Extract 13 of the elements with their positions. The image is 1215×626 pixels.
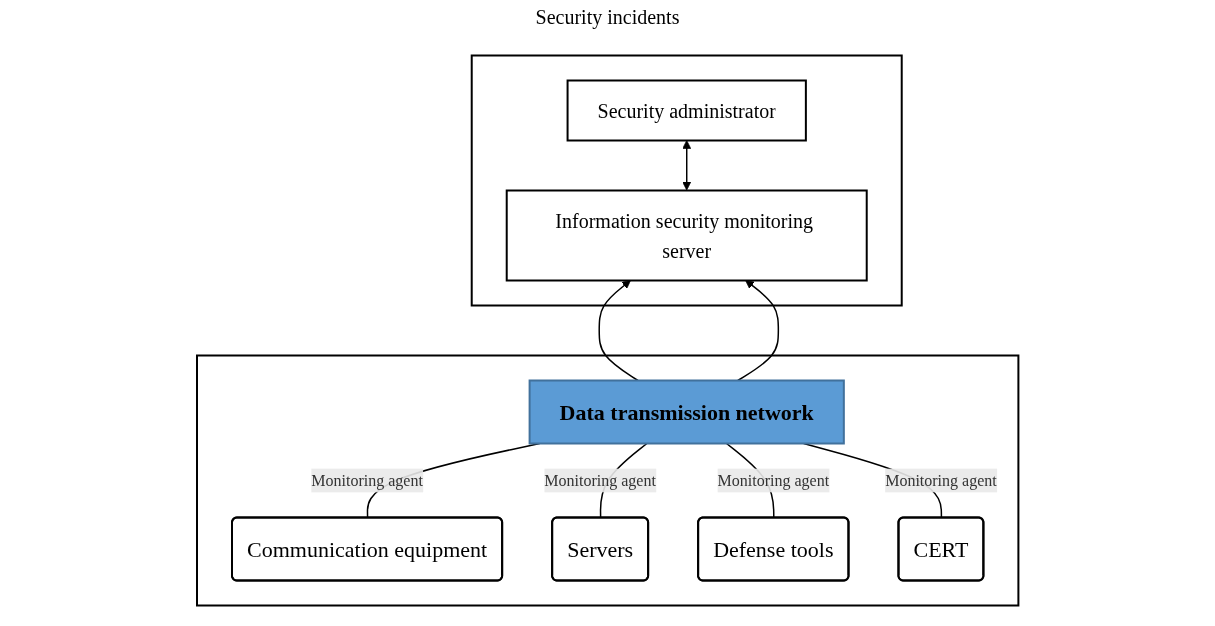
arrow <box>598 280 639 382</box>
edge-label: Monitoring agent <box>717 471 829 489</box>
cluster <box>470 54 903 307</box>
node-box: Information security monitoring server <box>505 189 868 282</box>
arrow <box>736 280 779 382</box>
edge-label: Monitoring agent <box>884 471 997 489</box>
node-box: Data transmission network <box>528 379 845 445</box>
edge-label: Monitoring agent <box>544 471 656 489</box>
cluster <box>195 354 1020 607</box>
annotation-text: Security incidents <box>535 6 680 28</box>
node-box: Security administrator <box>566 79 807 142</box>
arrow <box>682 140 691 191</box>
edge-label: Monitoring agent <box>311 471 423 489</box>
